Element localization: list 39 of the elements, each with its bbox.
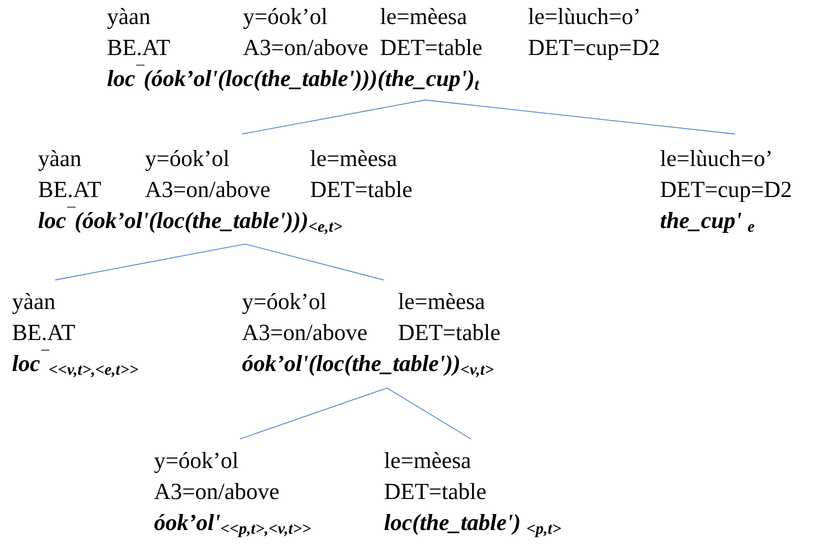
word-form: le=mèesa — [380, 8, 467, 24]
gloss: BE.AT — [108, 40, 170, 56]
tree-branch — [424, 100, 736, 134]
semantic-formula: loc(the_table') $_{<p,t>}$ — [384, 514, 561, 538]
word-form: yàan — [12, 293, 56, 314]
semantic-formula: óok’ol'(loc(the_table'))$_{<v,t>}$ — [242, 355, 494, 378]
word-form: le=mèesa — [384, 452, 471, 468]
tree-branch — [242, 100, 426, 134]
semantic-formula: the_cup' $_{e}$ — [660, 212, 754, 233]
semantic-formula: loc$^{¯}$(óok’ol'(loc(the_table')))(the_cup')$_{t}$ — [108, 64, 480, 91]
semantic-formula: óok’ol'$_{<<p,t>,<v,t>>}$ — [154, 514, 311, 538]
semantic-formula: loc$^{¯}$(óok’ol'(loc(the_table')))$_{<e,t>}$ — [38, 206, 342, 234]
word-form: y=óok’ol — [243, 8, 328, 29]
tree-branch — [244, 244, 384, 280]
tree-branch — [240, 388, 388, 440]
gloss: BE.AT — [12, 324, 75, 340]
semantic-formula: loc$^{¯}$<<v,t>,<e,t>> — [12, 350, 138, 378]
word-form: le=mèesa — [310, 150, 397, 166]
gloss: A3=on/above — [154, 483, 279, 500]
gloss: DET=table — [310, 181, 412, 198]
gloss: A3=on/above — [145, 181, 270, 198]
gloss: DET=table — [398, 324, 500, 340]
word-form: le=lùuch=o’ — [660, 150, 771, 166]
gloss: DET=cup=D2 — [528, 40, 659, 60]
word-form: le=mèesa — [398, 293, 485, 310]
gloss: DET=table — [384, 483, 486, 500]
gloss: DET=table — [380, 39, 482, 56]
word-form: yàan — [38, 150, 82, 171]
word-form: le=lùuch=o’ — [528, 8, 639, 24]
tree-branch — [54, 244, 246, 280]
word-form: y=óok’ol — [145, 150, 230, 171]
tree-branch — [386, 388, 472, 440]
word-form: y=óok’ol — [154, 452, 238, 473]
gloss: DET=cup=D2 — [660, 182, 791, 202]
word-form: y=óok’ol — [242, 293, 326, 314]
word-form: yàan — [107, 8, 150, 29]
gloss: BE.AT — [38, 182, 101, 198]
gloss: A3=on/above — [243, 39, 368, 56]
gloss: A3=on/above — [242, 324, 367, 340]
